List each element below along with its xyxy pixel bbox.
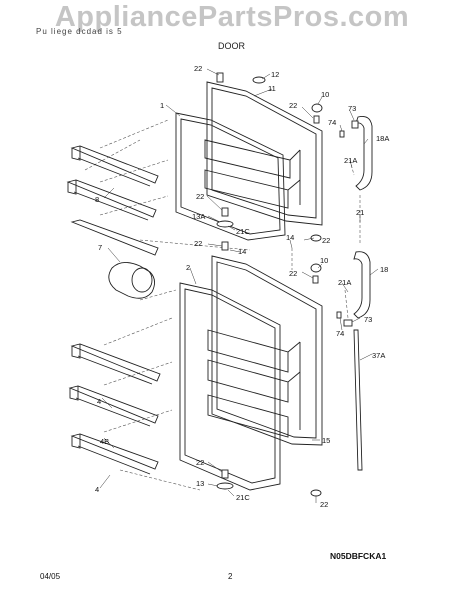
callout-14-center: 14 (238, 247, 246, 256)
callout-22-bottom-left: 22 (196, 458, 204, 467)
callout-22-center: 22 (194, 239, 202, 248)
callout-8: 8 (95, 195, 99, 204)
callout-21a-lower: 21A (338, 278, 351, 287)
dairy-bin (108, 262, 155, 299)
callout-74-lower: 74 (336, 329, 344, 338)
callout-10-lower: 10 (320, 256, 328, 265)
callout-22-top-hinge: 22 (194, 64, 202, 73)
callout-21: 21 (356, 208, 364, 217)
freezer-projection-lines (84, 119, 251, 251)
callout-10: 10 (321, 90, 329, 99)
fresh-food-door-liner (207, 255, 323, 446)
callout-7: 7 (98, 243, 102, 252)
callout-22-upper-right: 22 (289, 101, 297, 110)
callout-18a: 18A (376, 134, 389, 143)
callout-2: 2 (186, 263, 190, 272)
callout-4b: 4B (100, 437, 109, 446)
callout-73-lower: 73 (364, 315, 372, 324)
footer-date: 04/05 (40, 572, 61, 581)
callout-73-upper: 73 (348, 104, 356, 113)
fresh-food-door-gasket (179, 282, 281, 491)
header-subtitle: Pu liege dcdad is 5 (36, 27, 123, 36)
diagram-code: N05DBFCKA1 (330, 551, 387, 561)
freezer-door-shelves (66, 145, 159, 256)
callout-4-upper: 4 (97, 397, 101, 406)
callout-1: 1 (160, 101, 164, 110)
callout-22-upper-bottom: 22 (322, 236, 330, 245)
fresh-food-door-shelves (68, 343, 161, 475)
watermark-logo: AppliancePartsPros.com (54, 1, 410, 33)
callout-13: 13 (196, 479, 204, 488)
callout-22-mid-left: 22 (196, 192, 204, 201)
callout-74-upper: 74 (328, 118, 336, 127)
fresh-food-hinge-hardware (216, 241, 353, 497)
callout-labels: 22 12 11 10 22 73 74 18A 1 21A 8 22 13A … (95, 64, 389, 509)
fresh-food-door-handle (353, 251, 371, 319)
callout-15: 15 (322, 436, 330, 445)
footer-page-number: 2 (228, 572, 233, 581)
callout-21c-upper: 21C (236, 227, 250, 236)
freezer-door-handle (355, 115, 373, 191)
callout-21c-lower: 21C (236, 493, 250, 502)
freezer-hinge-hardware (216, 72, 361, 245)
freezer-door-liner (204, 81, 323, 226)
freezer-door-gasket (175, 112, 286, 241)
callout-13a: 13A (192, 212, 205, 221)
callout-12: 12 (271, 70, 279, 79)
callout-14-right: 14 (286, 233, 294, 242)
callout-22-bottom-right: 22 (320, 500, 328, 509)
trim-strip (353, 329, 363, 471)
callout-11: 11 (268, 84, 276, 93)
callout-21a-upper: 21A (344, 156, 357, 165)
callout-4-lower: 4 (95, 485, 99, 494)
callout-22-lower-right: 22 (289, 269, 297, 278)
callout-18: 18 (380, 265, 388, 274)
leader-lines (99, 68, 379, 503)
section-title: DOOR (218, 41, 245, 51)
callout-37a: 37A (372, 351, 385, 360)
